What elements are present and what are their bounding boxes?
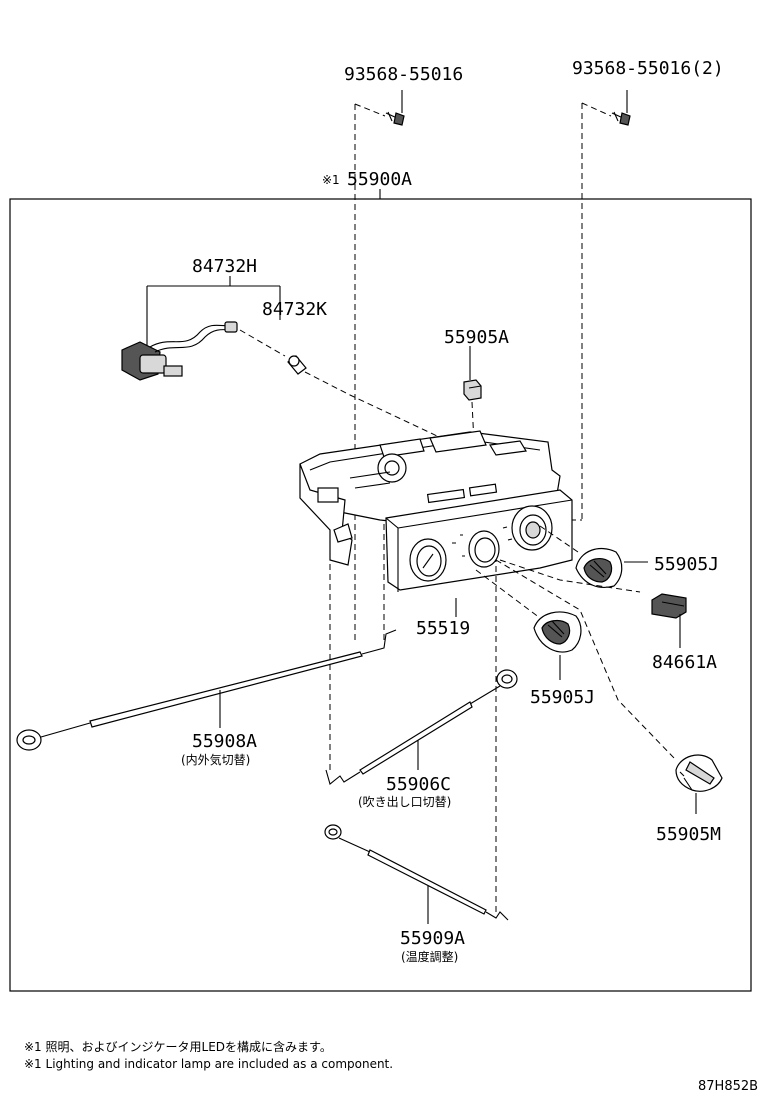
- footnote-en: ※1 Lighting and indicator lamp are inclu…: [24, 1057, 393, 1071]
- label-55900A[interactable]: 55900A: [347, 169, 412, 190]
- dial-center: [468, 530, 500, 568]
- control-cable-icon: [325, 669, 518, 785]
- knob-icon: [575, 547, 623, 589]
- dial-right: [511, 505, 553, 551]
- knob-55905A[interactable]: [463, 379, 482, 401]
- knob-icon: [533, 611, 582, 653]
- diagram-code: 87H852B: [698, 1079, 758, 1094]
- knob-icon: [675, 754, 723, 792]
- control-cable-icon: [16, 629, 397, 751]
- footnote-jp: ※1 照明、およびインジケータ用LEDを構成に含みます。: [24, 1039, 332, 1054]
- socket-icon: [121, 321, 238, 381]
- cable-55906C[interactable]: [325, 669, 518, 785]
- label-55908A-desc: (内外気切替): [181, 752, 250, 767]
- assembly-note-mark: ※1: [322, 173, 340, 187]
- label-55905J-lower[interactable]: 55905J: [530, 687, 595, 708]
- label-55905M[interactable]: 55905M: [656, 824, 721, 845]
- control-unit-55519[interactable]: [299, 430, 573, 592]
- screw-icon: [385, 111, 405, 126]
- cable-55908A[interactable]: [16, 629, 397, 751]
- dial-left: [409, 538, 447, 582]
- label-55909A-desc: (温度調整): [401, 949, 458, 964]
- socket-84732H[interactable]: [121, 321, 238, 381]
- label-55905A[interactable]: 55905A: [444, 327, 509, 348]
- assembly-frame: [9, 198, 752, 992]
- knob-55905J-lower[interactable]: [533, 611, 582, 653]
- knob-55905J-right[interactable]: [575, 547, 623, 589]
- label-84732H[interactable]: 84732H: [192, 256, 257, 277]
- control-cable-icon: [324, 824, 509, 921]
- label-55906C[interactable]: 55906C: [386, 774, 451, 795]
- connector-icon: [651, 593, 687, 619]
- dial-icon: [409, 538, 447, 582]
- cable-55909A[interactable]: [324, 824, 509, 921]
- label-93568-right[interactable]: 93568-55016(2): [572, 58, 724, 79]
- dial-icon: [511, 505, 553, 551]
- screw-right[interactable]: [611, 111, 631, 126]
- bulb-84732K[interactable]: [287, 355, 307, 375]
- screw-left[interactable]: [385, 111, 405, 126]
- label-55909A[interactable]: 55909A: [400, 928, 465, 949]
- label-55519[interactable]: 55519: [416, 618, 470, 639]
- screw-icon: [611, 111, 631, 126]
- label-55905J-right[interactable]: 55905J: [654, 554, 719, 575]
- label-93568-left[interactable]: 93568-55016: [344, 64, 463, 85]
- dial-icon: [468, 530, 500, 568]
- label-55906C-desc: (吹き出し口切替): [358, 795, 451, 809]
- knob-icon: [463, 379, 482, 401]
- bulb-icon: [287, 355, 307, 375]
- label-84661A[interactable]: 84661A: [652, 652, 717, 673]
- label-55908A[interactable]: 55908A: [192, 731, 257, 752]
- label-84732K[interactable]: 84732K: [262, 299, 327, 320]
- connector-84661A[interactable]: [651, 593, 687, 619]
- knob-55905M[interactable]: [675, 754, 723, 792]
